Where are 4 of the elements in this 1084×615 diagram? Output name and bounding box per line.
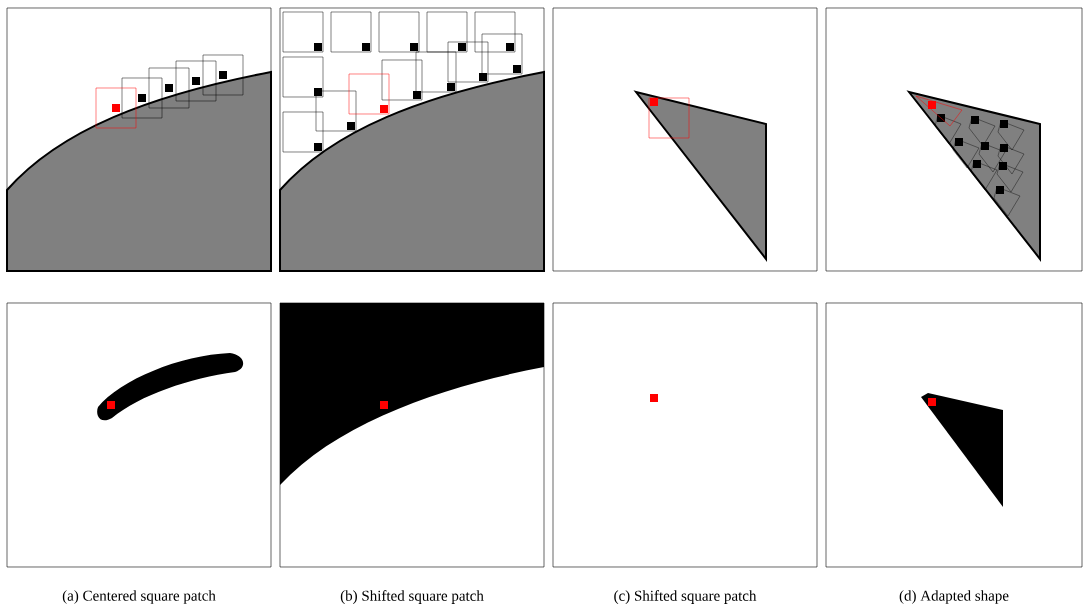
caption: (a) Centered square patch xyxy=(62,590,216,604)
caption: (b) Shifted square patch xyxy=(340,590,484,604)
caption: (c) Shifted square patch xyxy=(614,590,757,604)
caption: (d) Adapted shape xyxy=(899,590,1009,604)
